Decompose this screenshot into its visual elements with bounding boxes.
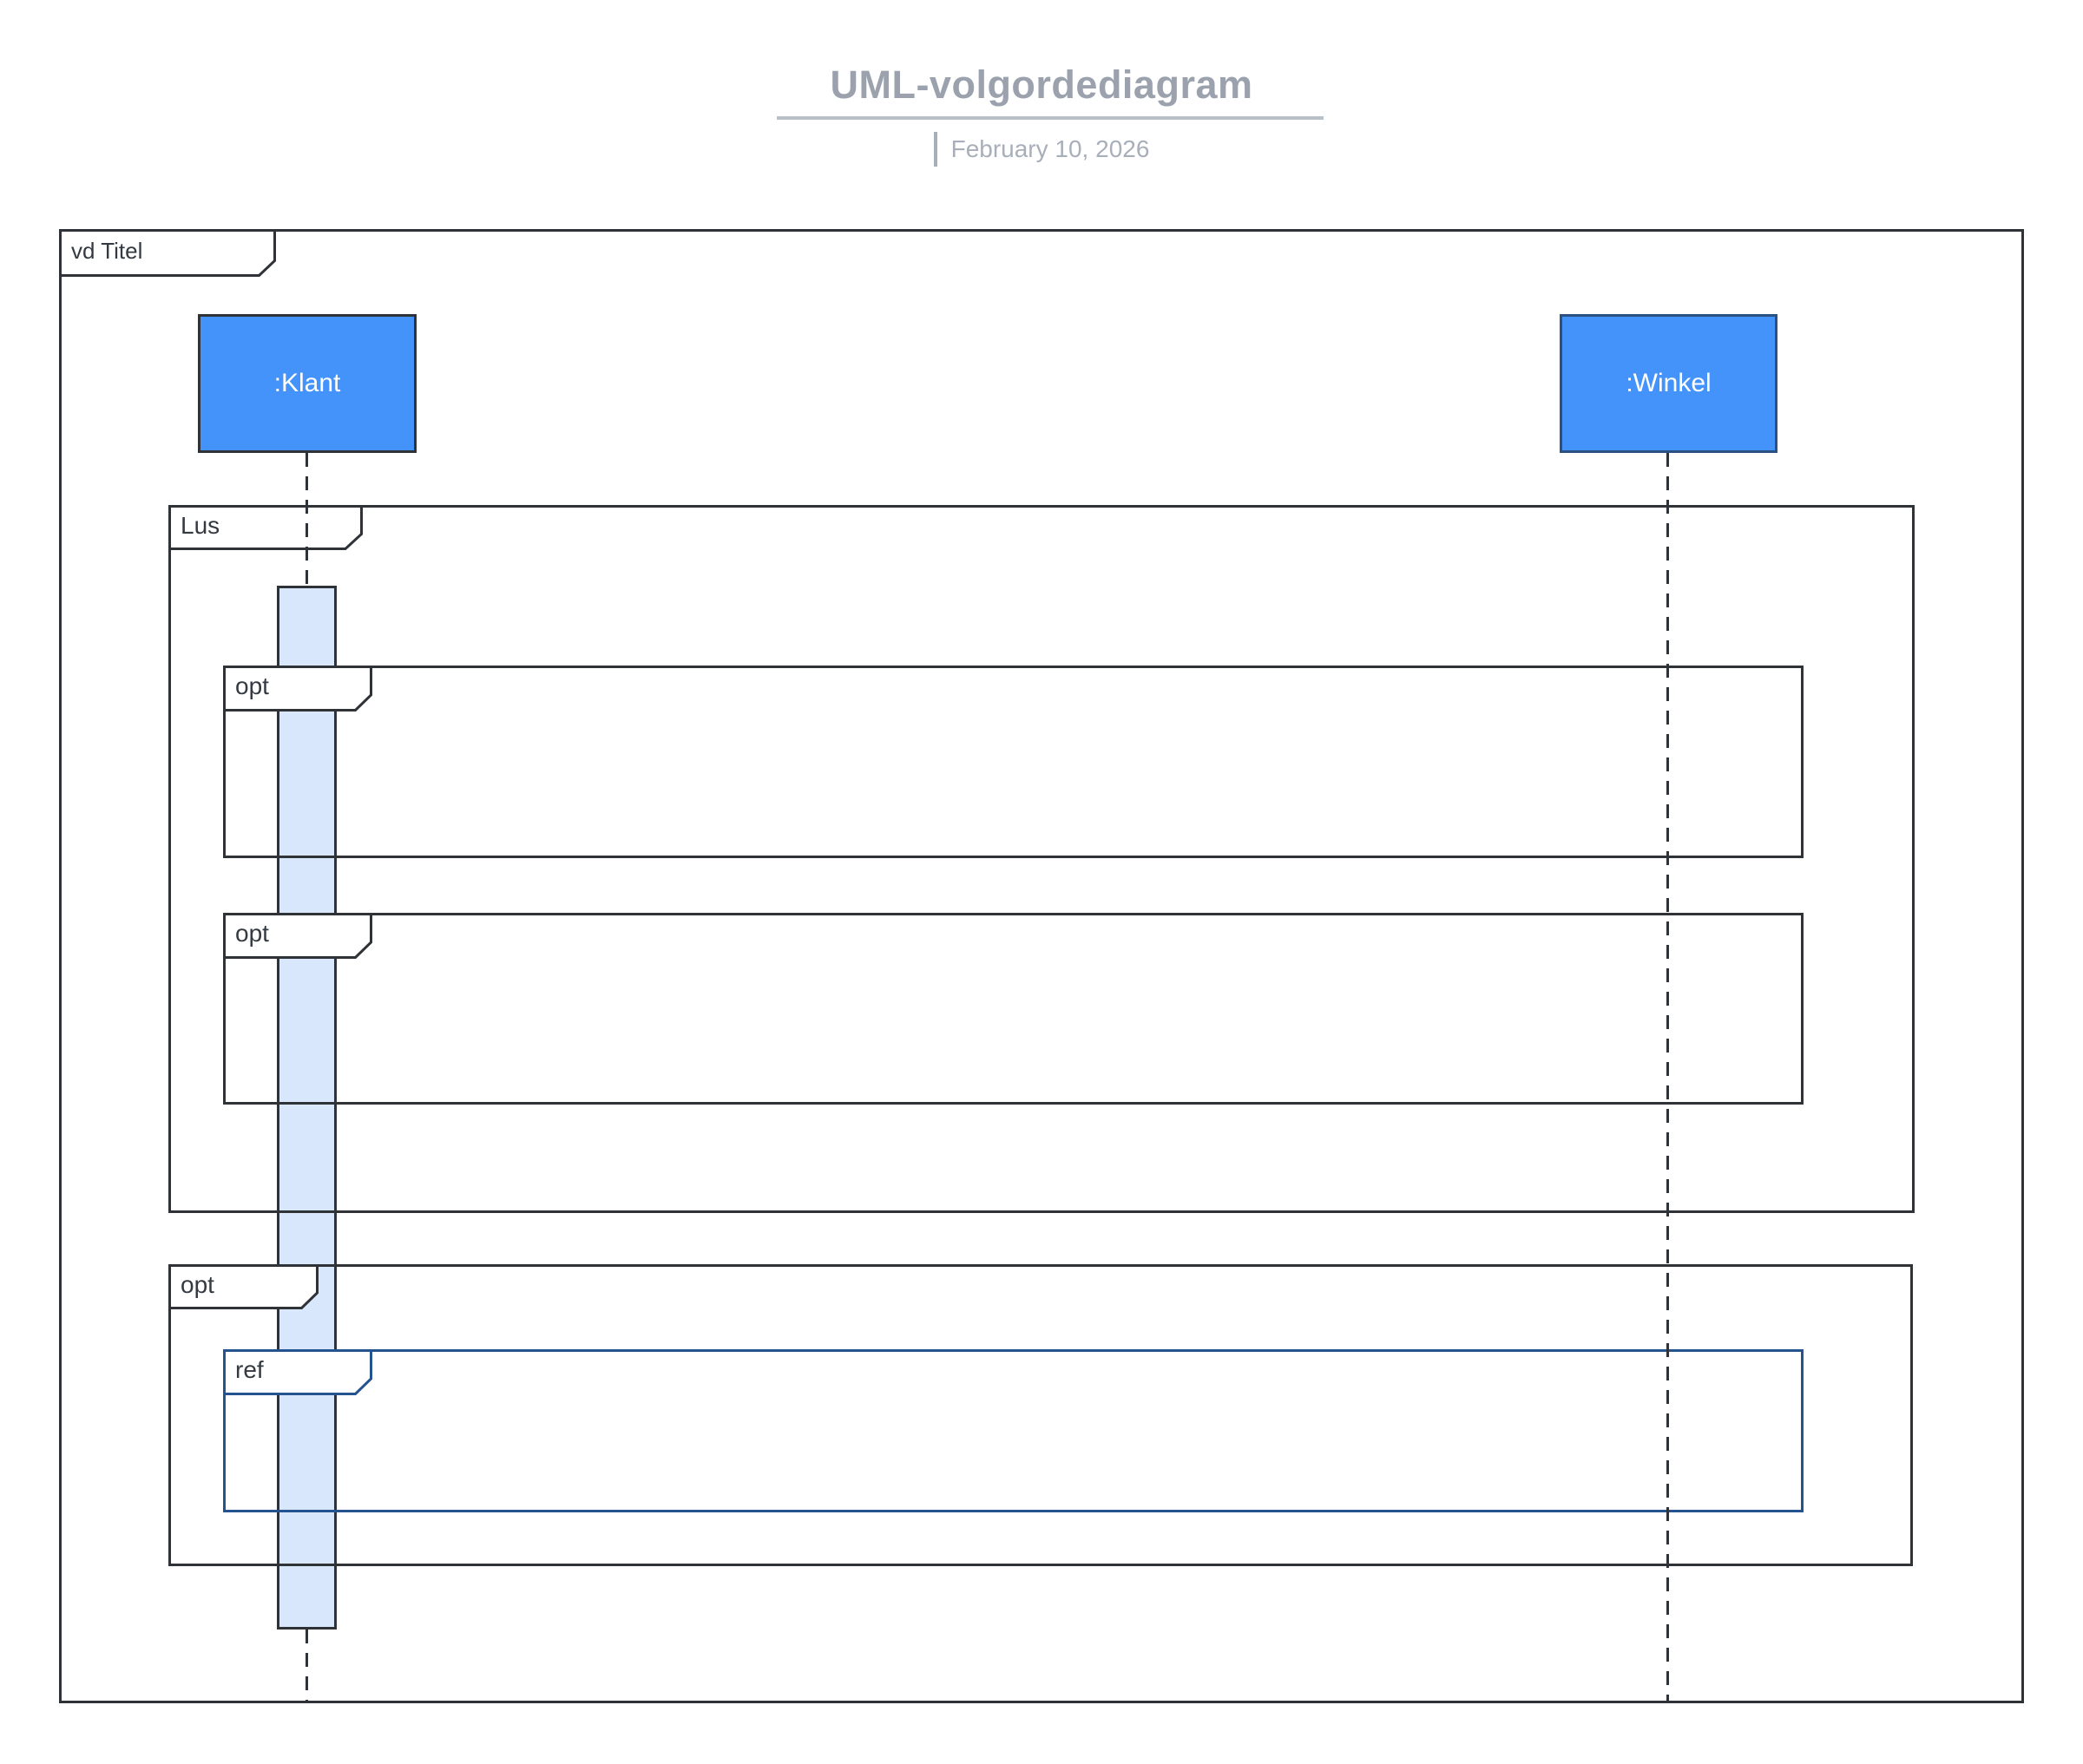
fragment-opt-3-pentagon bbox=[168, 1264, 319, 1309]
actor-winkel: :Winkel bbox=[1560, 314, 1777, 453]
diagram-title: UML-volgordediagram bbox=[830, 62, 1253, 107]
fragment-lus-pentagon bbox=[168, 505, 363, 550]
fragment-ref-operator: ref bbox=[235, 1356, 264, 1383]
fragment-opt-1 bbox=[223, 666, 1804, 858]
fragment-lus-label: Lus bbox=[168, 505, 363, 550]
fragment-opt-2-label: opt bbox=[223, 913, 372, 959]
date-separator-bar bbox=[933, 132, 937, 167]
fragment-opt-2 bbox=[223, 913, 1804, 1105]
fragment-opt-1-pentagon bbox=[223, 666, 372, 712]
fragment-opt-1-operator: opt bbox=[235, 672, 269, 699]
fragment-ref-pentagon bbox=[223, 1349, 372, 1395]
lifeline-klant-lower bbox=[306, 1630, 308, 1703]
fragment-lus-operator: Lus bbox=[181, 511, 220, 539]
actor-klant-label: :Klant bbox=[273, 369, 341, 397]
diagram-date: February 10, 2026 bbox=[950, 135, 1150, 162]
frame-label-text: vd Titel bbox=[71, 237, 143, 264]
frame-label-pentagon bbox=[59, 229, 276, 277]
fragment-opt-2-pentagon bbox=[223, 913, 372, 959]
lifeline-klant-upper bbox=[306, 453, 308, 586]
fragment-opt-3-operator: opt bbox=[181, 1270, 214, 1298]
actor-klant: :Klant bbox=[198, 314, 417, 453]
actor-winkel-label: :Winkel bbox=[1626, 369, 1712, 397]
date-row: February 10, 2026 bbox=[0, 132, 2083, 167]
fragment-lus bbox=[168, 505, 1915, 1213]
fragment-ref-label: ref bbox=[223, 1349, 372, 1395]
frame-label: vd Titel bbox=[59, 229, 276, 277]
fragment-ref bbox=[223, 1349, 1804, 1512]
lifeline-winkel bbox=[1666, 453, 1669, 1703]
sequence-frame bbox=[59, 229, 2024, 1703]
fragment-opt-3 bbox=[168, 1264, 1913, 1566]
fragment-opt-1-label: opt bbox=[223, 666, 372, 712]
fragment-opt-3-label: opt bbox=[168, 1264, 319, 1309]
title-underline bbox=[777, 116, 1324, 120]
activation-bar bbox=[277, 586, 337, 1630]
fragment-opt-2-operator: opt bbox=[235, 920, 269, 947]
